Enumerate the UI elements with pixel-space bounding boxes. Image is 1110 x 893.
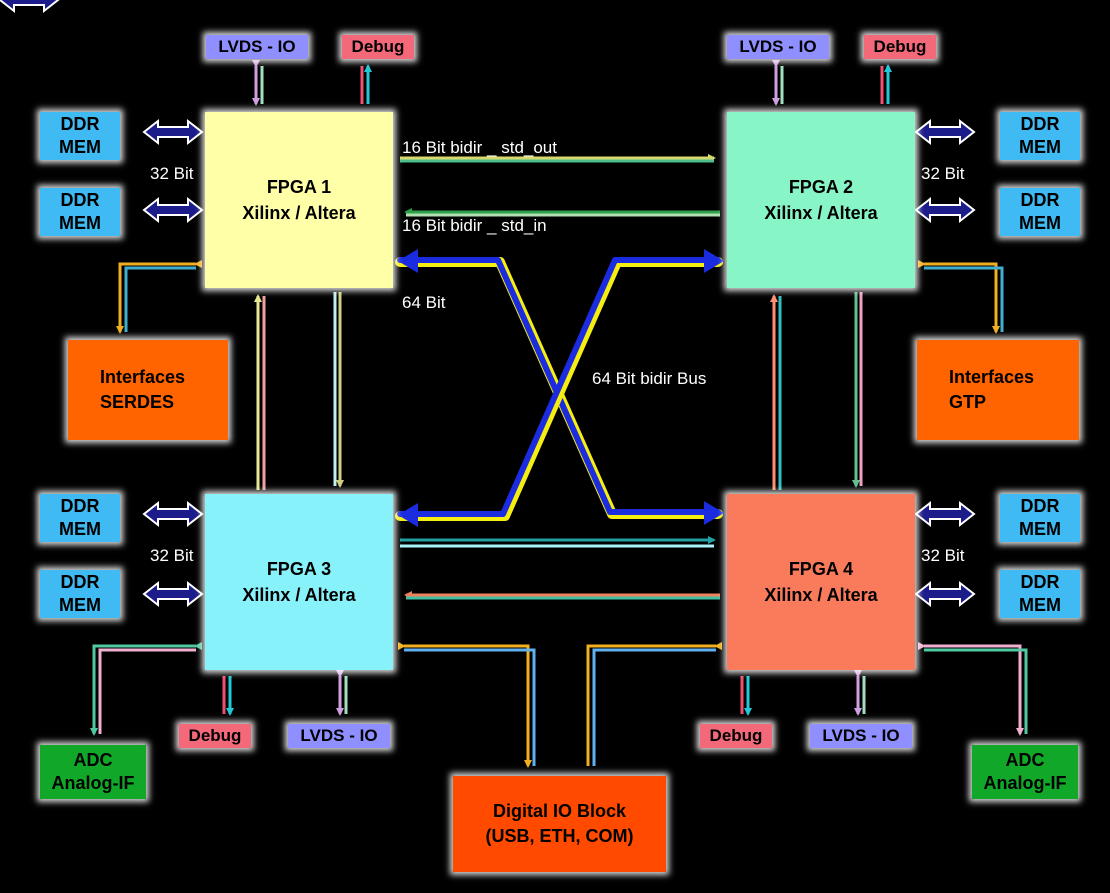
mem-label: MEM [59,213,101,233]
analog-if-label: Analog-IF [51,773,135,793]
ddr-mem-block-8: DDR MEM [1000,570,1080,618]
digital-io-label: Digital IO Block [492,801,627,821]
mem-label: MEM [1019,519,1061,539]
ddr-label: DDR [1020,572,1060,592]
ddr-label: DDR [1020,114,1060,134]
label-32-bit-fpga2: 32 Bit [921,164,965,183]
label-32-bit-fpga1: 32 Bit [150,164,194,183]
serdes-label: SERDES [100,392,175,412]
gtp-label: GTP [949,392,987,412]
debug-block-1: Debug [342,35,414,59]
fpga-horizontal-links [400,154,720,600]
debug-block-3: Debug [179,724,251,748]
interfaces-gtp-block: Interfaces GTP [917,340,1079,440]
ddr-mem-block-4: DDR MEM [1000,188,1080,236]
adc-analog-if-block-2: ADC Analog-IF [972,745,1078,799]
ddr-label: DDR [60,496,100,516]
ddr-label: DDR [60,572,100,592]
ddr-label: DDR [60,190,100,210]
ddr-links [0,0,975,606]
adc-label: ADC [73,750,113,770]
crossing-bus-arrowheads [398,249,724,527]
lvds-io-block-1: LVDS - IO [206,35,308,59]
crossing-bus-64bit [395,257,723,521]
fpga-4-vendor: Xilinx / Altera [764,585,878,605]
ddr-mem-block-3: DDR MEM [1000,112,1080,160]
fpga-4-block: FPGA 4 Xilinx / Altera [727,494,915,670]
mem-label: MEM [1019,595,1061,615]
ddr-mem-block-7: DDR MEM [1000,494,1080,542]
label-32-bit-fpga4: 32 Bit [921,546,965,565]
fpga-3-vendor: Xilinx / Altera [242,585,356,605]
interfaces-label: Interfaces [949,367,1035,387]
fpga-2-block: FPGA 2 Xilinx / Altera [727,112,915,288]
debug-block-2: Debug [864,35,936,59]
lvds-io-block-4: LVDS - IO [810,724,912,748]
mem-label: MEM [59,595,101,615]
label-std-in: 16 Bit bidir _ std_in [402,216,547,235]
debug-block-4: Debug [700,724,772,748]
lvds-io-block-2: LVDS - IO [727,35,829,59]
fpga-2-name: FPGA 2 [788,177,854,197]
dio-links [398,642,722,768]
fpga-3-block: FPGA 3 Xilinx / Altera [205,494,393,670]
adc-links [90,642,1028,736]
digital-io-protocols: (USB, ETH, COM) [485,826,634,846]
adc-analog-if-block-1: ADC Analog-IF [40,745,146,799]
debug-links [222,64,892,716]
mem-label: MEM [1019,213,1061,233]
fpga-4-name: FPGA 4 [788,559,854,579]
mem-label: MEM [1019,137,1061,157]
ddr-label: DDR [1020,496,1060,516]
lvds-links [252,60,866,716]
label-64-bit: 64 Bit [402,293,446,312]
fpga-1-vendor: Xilinx / Altera [242,203,356,223]
ddr-label: DDR [60,114,100,134]
ddr-label: DDR [1020,190,1060,210]
mem-label: MEM [59,137,101,157]
label-64-bit-bidir-bus: 64 Bit bidir Bus [592,369,707,388]
digital-io-block: Digital IO Block (USB, ETH, COM) [453,776,666,872]
fpga-3-name: FPGA 3 [266,559,332,579]
interfaces-label: Interfaces [100,367,186,387]
adc-label: ADC [1005,750,1045,770]
fpga-1-block: FPGA 1 Xilinx / Altera [205,112,393,288]
ddr-mem-block-6: DDR MEM [40,570,120,618]
label-32-bit-fpga3: 32 Bit [150,546,194,565]
fpga-vertical-links [254,292,863,490]
ddr-mem-block-2: DDR MEM [40,188,120,236]
interface-links [116,260,1004,334]
ddr-mem-block-1: DDR MEM [40,112,120,160]
fpga-1-name: FPGA 1 [266,177,332,197]
label-std-out: 16 Bit bidir _ std_out [402,138,557,157]
fpga-2-vendor: Xilinx / Altera [764,203,878,223]
ddr-mem-block-5: DDR MEM [40,494,120,542]
interfaces-serdes-block: Interfaces SERDES [68,340,228,440]
mem-label: MEM [59,519,101,539]
lvds-io-block-3: LVDS - IO [288,724,390,748]
analog-if-label: Analog-IF [983,773,1067,793]
